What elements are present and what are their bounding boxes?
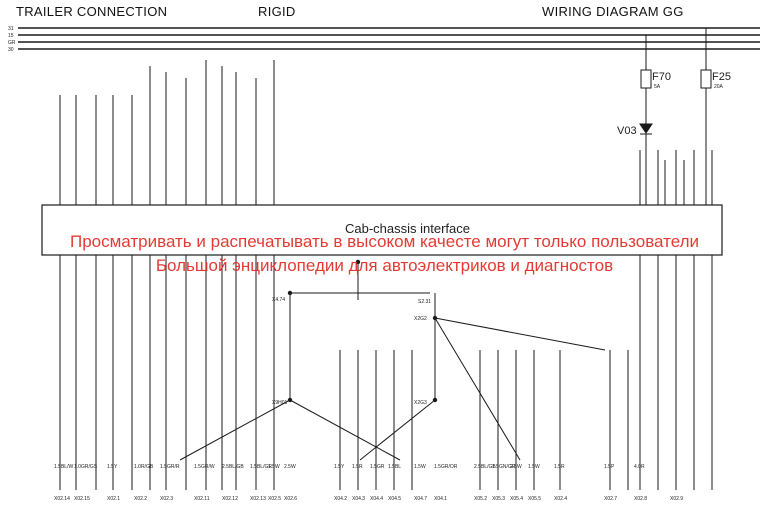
wire-label: 1.5Y: [107, 464, 118, 470]
diagram-title-right: WIRING DIAGRAM GG: [542, 4, 684, 19]
cab-chassis-interface-box: [41, 204, 723, 256]
wire-label: 2.5W: [510, 464, 522, 470]
junction-label: S2.31: [418, 299, 431, 305]
connector-label: X04.3: [352, 496, 365, 502]
connector-label: X04.1: [434, 496, 447, 502]
bus-label: 30: [8, 47, 14, 53]
bus-label: GR: [8, 40, 16, 46]
junction-dot: [432, 315, 438, 321]
diode-label: V03: [617, 125, 637, 137]
junction-label: X9H01: [272, 400, 288, 406]
connector-label: X02.7: [604, 496, 617, 502]
fuse-rating: 20A: [714, 84, 724, 90]
wire-label: 1.5GR: [370, 464, 385, 470]
connector-label: X02.9: [670, 496, 683, 502]
routing-lines: [179, 262, 606, 461]
connector-label: X02.4: [554, 496, 567, 502]
wire-label: 2.5BL/GB: [222, 464, 244, 470]
wire-label: 2.5W: [284, 464, 296, 470]
fuse-f25: [700, 69, 712, 89]
wire-label: 1.0GR/GS: [74, 464, 98, 470]
wire-label: 1.5GR/W: [194, 464, 215, 470]
connector-label: X02.2: [134, 496, 147, 502]
wire-label: 1.5BL: [388, 464, 401, 470]
watermark-line-2: Большой энциклопедии для автоэлектриков …: [155, 256, 614, 275]
junction-label: X4.74: [272, 297, 285, 303]
wire-label: 1.5W: [528, 464, 540, 470]
diode-v03-symbol: [639, 123, 653, 134]
wire-label: 2.5BL/GB: [474, 464, 496, 470]
wire-label: 1.5W: [268, 464, 280, 470]
connector-label: X02.15: [74, 496, 90, 502]
wire-label: 1.5BL/GR: [250, 464, 272, 470]
connector-label: X02.3: [160, 496, 173, 502]
connector-label: X02.14: [54, 496, 70, 502]
connector-label: X02.13: [250, 496, 266, 502]
connector-label: X04.4: [370, 496, 383, 502]
diagram-title-center: RIGID: [258, 4, 296, 19]
connector-label: X05.4: [510, 496, 523, 502]
connector-label: X02.12: [222, 496, 238, 502]
connector-label: X02.8: [634, 496, 647, 502]
connector-label: X04.5: [388, 496, 401, 502]
wire-label: 1.5GR/R: [160, 464, 180, 470]
wire-label: 4.0R: [634, 464, 645, 470]
connector-label: X04.2: [334, 496, 347, 502]
junction-dot: [355, 259, 361, 265]
connector-label: X02.11: [194, 496, 210, 502]
power-bus: [18, 27, 760, 50]
junction-dot: [287, 397, 293, 403]
wire-label: 1.5Y: [334, 464, 345, 470]
wire-label: 1.5W: [414, 464, 426, 470]
fuse-f70: [640, 69, 652, 89]
bus-label: 15: [8, 33, 14, 39]
connector-label: X04.7: [414, 496, 427, 502]
fuse-rating: 5A: [654, 84, 661, 90]
wire-label: 1.0R/GB: [134, 464, 154, 470]
diagram-title-left: TRAILER CONNECTION: [16, 4, 168, 19]
junction-label: X2G3: [414, 400, 427, 406]
bus-label: 31: [8, 26, 14, 32]
upper-wires: [59, 60, 713, 205]
fuse-label: F70: [652, 71, 671, 83]
wire-label: 1.5GR/OR: [434, 464, 458, 470]
connector-label: X05.5: [528, 496, 541, 502]
connector-label: X05.2: [474, 496, 487, 502]
wire-label: 1.5R: [352, 464, 363, 470]
lower-wires: [59, 255, 713, 490]
wire-label: 1.5R: [554, 464, 565, 470]
junction-dot: [287, 290, 293, 296]
wire-label: 1.5P: [604, 464, 615, 470]
connector-label: X05.3: [492, 496, 505, 502]
watermark-line-1: Просматривать и распечатывать в высоком …: [69, 232, 700, 251]
fuse-label: F25: [712, 71, 731, 83]
interface-label: Cab-chassis interface: [345, 221, 470, 236]
connector-label: X02.5: [268, 496, 281, 502]
wire-label: 1.5GN/GR: [492, 464, 516, 470]
connector-label: X02.6: [284, 496, 297, 502]
junction-dot: [432, 397, 438, 403]
wire-label: 1.5BL/W: [54, 464, 73, 470]
fuse-branch: [639, 28, 712, 205]
connector-label: X02.1: [107, 496, 120, 502]
bottom-connector-labels: X02.14 X02.15 X02.1 X02.2 X02.3 X02.11 X02.12 X…: [54, 496, 683, 502]
junction-label: X2G2: [414, 316, 427, 322]
